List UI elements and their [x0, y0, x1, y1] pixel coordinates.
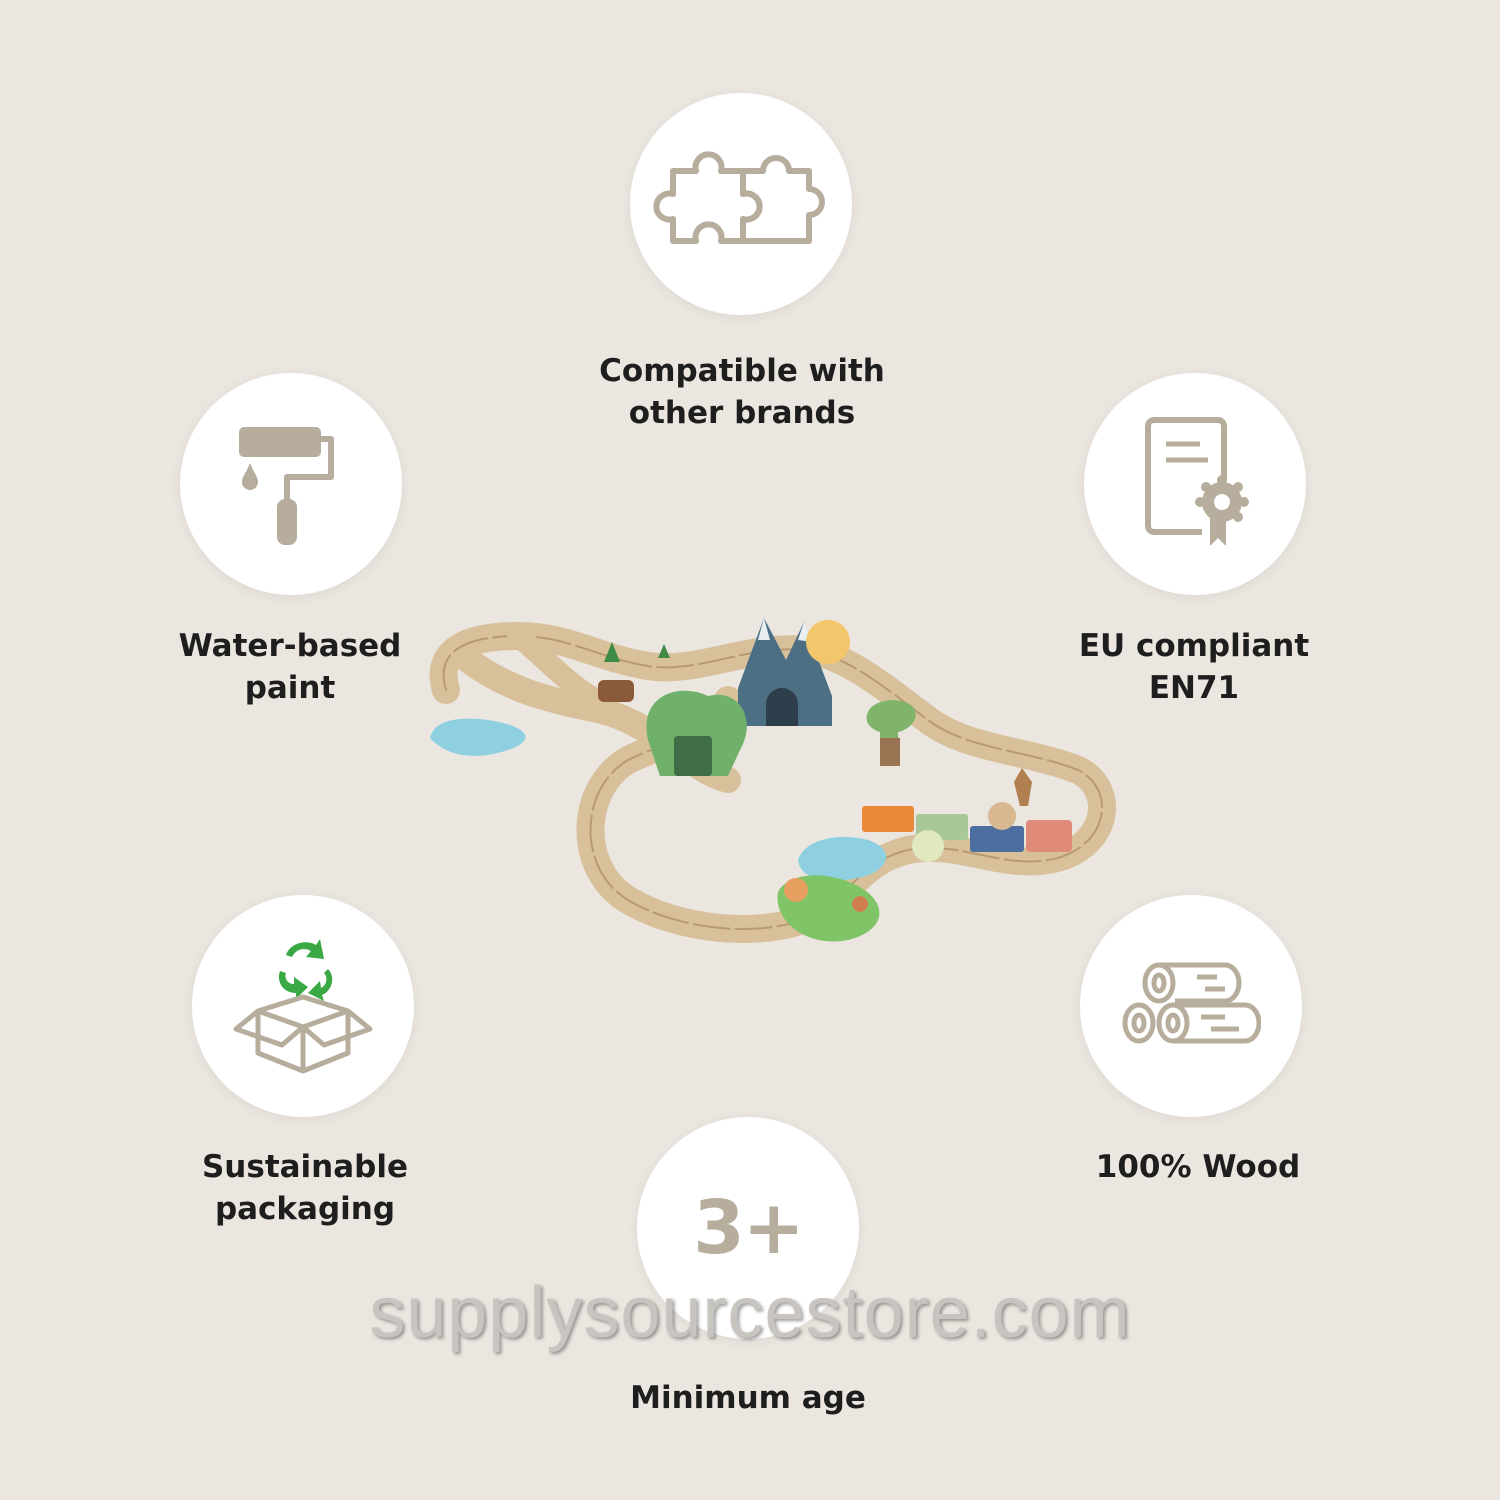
eu-line2: EN71 — [1148, 670, 1240, 706]
puzzle-icon — [653, 151, 825, 244]
eu-line1: EU compliant — [1078, 628, 1310, 664]
paint-label: Water-based paint — [110, 625, 470, 709]
age-label: Minimum age — [568, 1377, 928, 1419]
paint-line2: paint — [244, 670, 336, 706]
recycle-arrows-icon — [278, 939, 333, 1001]
paint-line1: Water-based — [178, 628, 402, 664]
age-value: 3+ — [693, 1185, 804, 1271]
wood-feature-circle — [1080, 895, 1302, 1117]
eu-label: EU compliant EN71 — [1014, 625, 1374, 709]
compatible-line1: Compatible with — [599, 353, 885, 389]
compatible-label: Compatible with other brands — [562, 350, 922, 434]
compatible-line2: other brands — [628, 395, 856, 431]
age-feature-circle: 3+ — [637, 1117, 859, 1339]
packaging-line1: Sustainable — [201, 1149, 409, 1185]
puzzle-feature-circle — [630, 93, 852, 315]
packaging-label: Sustainable packaging — [125, 1146, 485, 1230]
packaging-line2: packaging — [214, 1191, 396, 1227]
paint-roller-icon — [239, 427, 334, 545]
paint-feature-circle — [180, 373, 402, 595]
certificate-icon — [1145, 417, 1249, 546]
watermark-text: supplysourcestore.com — [369, 1273, 1131, 1353]
wooden-train-set-image — [429, 618, 1116, 943]
packaging-feature-circle — [192, 895, 414, 1117]
wood-label: 100% Wood — [1018, 1146, 1378, 1188]
eu-feature-circle — [1084, 373, 1306, 595]
logs-icon — [1122, 962, 1261, 1044]
age-line1: Minimum age — [630, 1380, 866, 1416]
wood-line1: 100% Wood — [1095, 1149, 1301, 1185]
recycle-box-icon — [233, 939, 373, 1074]
